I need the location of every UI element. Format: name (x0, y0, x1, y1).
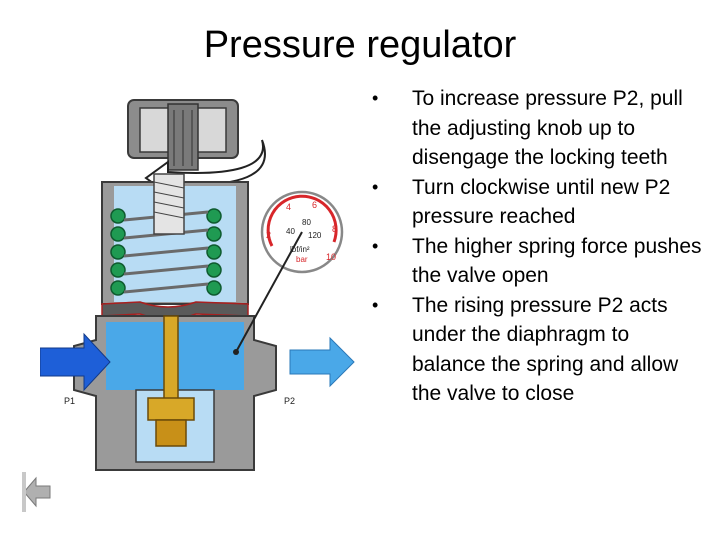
outlet-arrow-icon (289, 336, 355, 388)
bullet-icon: • (372, 88, 379, 108)
gauge-tick-bar-4: 4 (286, 202, 291, 212)
bullet-item: • The higher spring force pushes the val… (362, 232, 702, 291)
bullet-text: The rising pressure P2 acts under the di… (412, 293, 679, 406)
bullet-icon: • (372, 294, 379, 315)
gauge-tick-psi-40: 40 (286, 227, 295, 236)
control-spring (110, 208, 222, 296)
slide-title: Pressure regulator (203, 24, 517, 66)
back-nav-button[interactable] (20, 468, 54, 516)
gauge-tick-bar-2: 2 (266, 230, 271, 240)
bullet-list: • To increase pressure P2, pull the adju… (362, 84, 702, 409)
bullet-text: To increase pressure P2, pull the adjust… (412, 87, 683, 169)
bullet-item: • The rising pressure P2 acts under the … (362, 291, 702, 409)
adjusting-knob (127, 99, 239, 171)
regulator-diagram: 2 4 6 8 10 40 80 120 lbf/in² bar P1 P2 (40, 99, 355, 471)
inlet-arrow-icon (40, 332, 111, 392)
outlet-label: P2 (284, 396, 295, 406)
gauge-tick-bar-10: 10 (326, 252, 336, 262)
pressure-gauge (233, 190, 344, 355)
gauge-tick-psi-120: 120 (308, 231, 322, 240)
bullet-icon: • (372, 235, 379, 256)
bullet-text: The higher spring force pushes the valve… (412, 234, 702, 288)
adjusting-screw (153, 173, 185, 235)
gauge-unit-psi: lbf/in² (290, 245, 310, 254)
bullet-item: • To increase pressure P2, pull the adju… (362, 84, 702, 173)
bullet-text: Turn clockwise until new P2 pressure rea… (412, 175, 671, 229)
bullet-item: • Turn clockwise until new P2 pressure r… (362, 173, 702, 232)
back-arrow-icon (22, 472, 51, 512)
inlet-label: P1 (64, 396, 75, 406)
gauge-tick-psi-80: 80 (302, 218, 311, 227)
bullet-icon: • (372, 176, 379, 197)
gauge-tick-bar-8: 8 (332, 224, 337, 234)
gauge-unit-bar: bar (296, 255, 308, 264)
valve-assembly (147, 315, 195, 447)
gauge-tick-bar-6: 6 (312, 200, 317, 210)
